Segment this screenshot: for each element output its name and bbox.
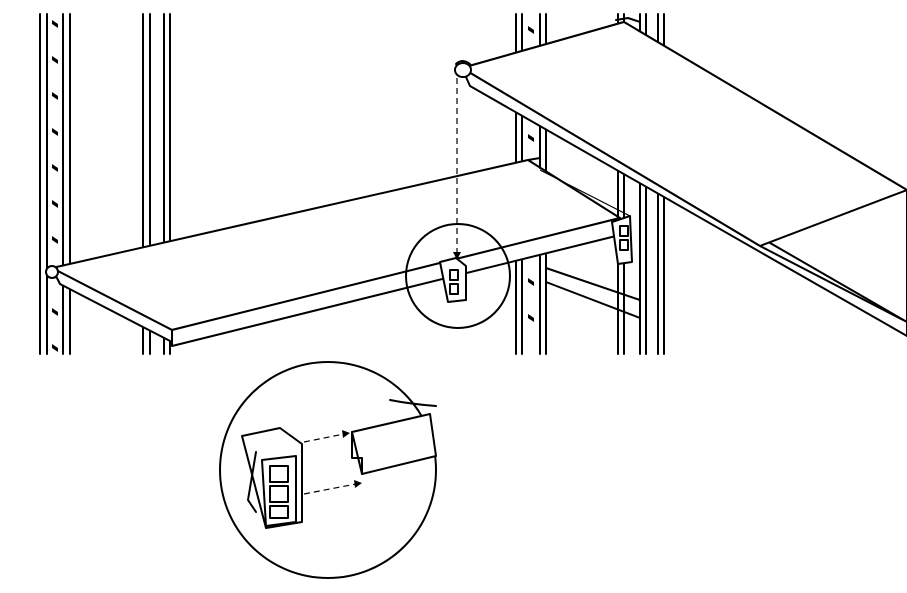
shelf-clip-large <box>241 427 303 529</box>
upright-slot <box>52 308 58 316</box>
upright-slot <box>52 344 58 352</box>
upright-slot <box>528 134 534 142</box>
left-upright-slots <box>52 20 58 352</box>
shelf-clip-small <box>439 257 467 303</box>
upright-slot <box>52 56 58 64</box>
upright-slot <box>528 278 534 286</box>
magnifier-circle <box>405 78 511 329</box>
upright-slot <box>52 20 58 28</box>
upright-slot <box>528 314 534 322</box>
upright-slot <box>52 200 58 208</box>
upright-slot <box>52 92 58 100</box>
lower-shelf <box>45 157 641 347</box>
left-upright <box>39 13 71 355</box>
detail-circle <box>219 361 437 579</box>
upright-slot <box>52 236 58 244</box>
upright-slot <box>52 128 58 136</box>
upright-slot <box>528 26 534 34</box>
upright-slot <box>52 164 58 172</box>
clip-installed <box>611 215 633 265</box>
upper-shelf <box>454 17 907 337</box>
